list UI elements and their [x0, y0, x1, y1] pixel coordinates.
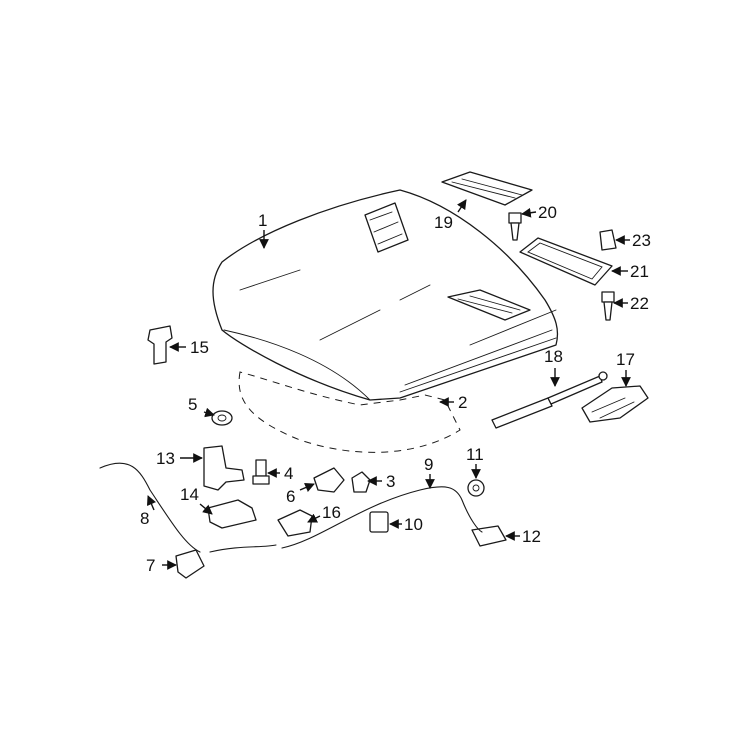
latch-6	[313, 467, 345, 493]
callout-5: 5	[188, 395, 215, 418]
callout-9: 9	[424, 455, 435, 489]
clip-22	[601, 291, 615, 321]
latch-16	[277, 509, 313, 537]
callout-10: 10	[389, 515, 423, 534]
hood-panel	[212, 189, 559, 401]
grommet-5	[211, 410, 233, 426]
callout-12: 12	[505, 527, 541, 546]
callout-label: 4	[284, 464, 293, 483]
lock-7	[175, 549, 205, 579]
callout-11: 11	[466, 445, 484, 479]
callout-1: 1	[258, 211, 269, 249]
callout-label: 13	[156, 449, 175, 468]
callout-label: 8	[140, 509, 149, 528]
callout-16: 16	[307, 503, 341, 523]
clip-20	[508, 212, 522, 241]
callout-13: 13	[156, 449, 203, 468]
hood-hinge	[581, 385, 649, 423]
callout-label: 18	[544, 347, 563, 366]
callout-label: 22	[630, 294, 649, 313]
callout-label: 15	[190, 338, 209, 357]
callout-label: 17	[616, 350, 635, 369]
callout-2: 2	[439, 393, 467, 412]
callout-23: 23	[615, 231, 651, 250]
callout-7: 7	[146, 556, 177, 575]
vent-grille-top	[441, 171, 533, 206]
callout-4: 4	[267, 464, 293, 483]
callout-label: 19	[434, 213, 453, 232]
callout-15: 15	[169, 338, 209, 357]
callout-label: 20	[538, 203, 557, 222]
callout-19: 19	[434, 199, 467, 232]
callout-label: 21	[630, 262, 649, 281]
pad-10	[369, 511, 389, 533]
callout-21: 21	[611, 262, 649, 281]
callout-8: 8	[140, 495, 156, 528]
bracket-13	[203, 445, 245, 491]
callout-label: 9	[424, 455, 433, 474]
callout-label: 1	[258, 211, 267, 230]
callout-20: 20	[521, 203, 557, 222]
callout-3: 3	[367, 472, 395, 491]
nut-3	[351, 471, 371, 493]
vent-frame	[519, 237, 613, 286]
callout-label: 10	[404, 515, 423, 534]
callout-label: 12	[522, 527, 541, 546]
hood-insulator	[238, 371, 461, 453]
callout-6: 6	[286, 482, 315, 506]
release-cable-8	[99, 462, 277, 553]
callout-label: 5	[188, 395, 197, 414]
clip-23	[599, 229, 617, 251]
callout-label: 3	[386, 472, 395, 491]
callout-17: 17	[616, 350, 635, 387]
hood-strut	[491, 371, 608, 429]
callout-label: 2	[458, 393, 467, 412]
release-bracket-14	[207, 499, 257, 529]
bumper-stop-15	[147, 325, 173, 365]
callout-label: 16	[322, 503, 341, 522]
bolt-4	[252, 459, 270, 485]
callout-label: 6	[286, 487, 295, 506]
release-handle-12	[471, 525, 507, 547]
callout-label: 7	[146, 556, 155, 575]
callout-label: 11	[466, 445, 484, 464]
callout-18: 18	[544, 347, 563, 387]
callout-label: 14	[180, 485, 199, 504]
callout-22: 22	[613, 294, 649, 313]
callout-14: 14	[180, 485, 213, 515]
callout-label: 23	[632, 231, 651, 250]
nut-11	[467, 479, 485, 497]
